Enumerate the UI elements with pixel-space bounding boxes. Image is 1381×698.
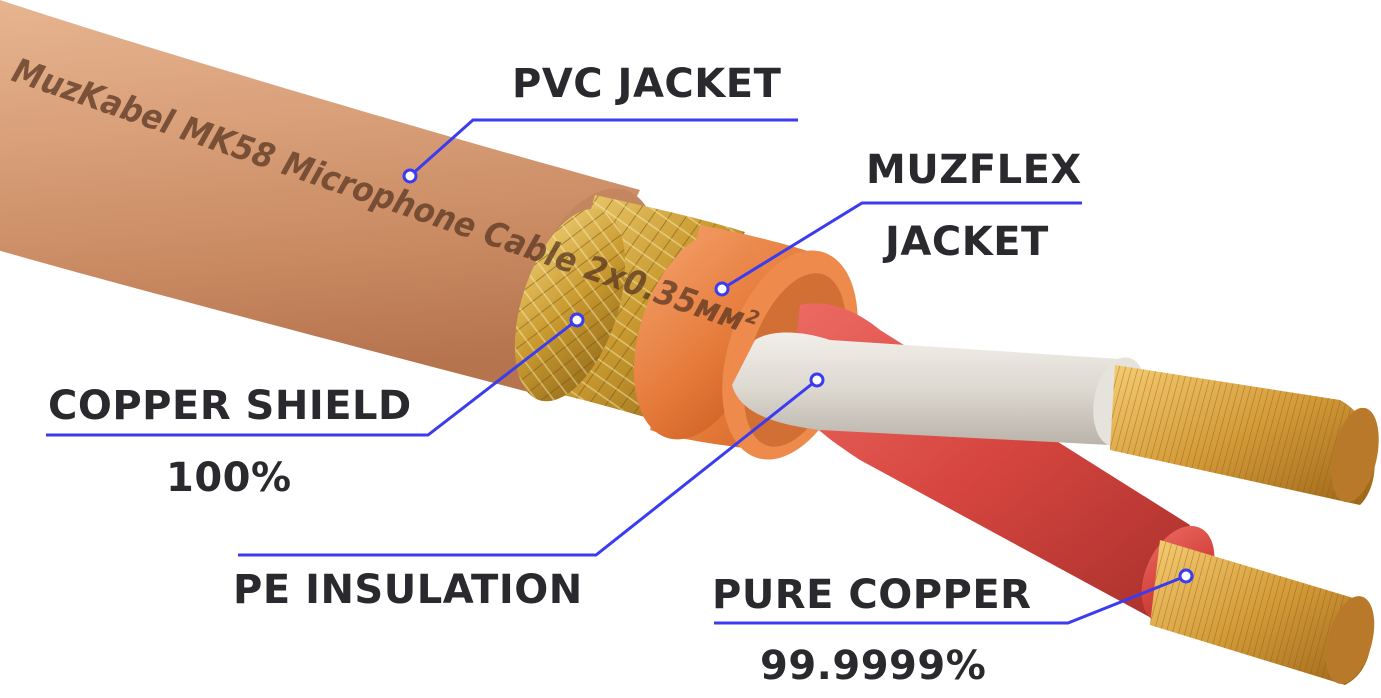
dot-pure-copper <box>1178 568 1194 584</box>
label-pure-copper-percent: 99.9999% <box>760 643 987 689</box>
label-copper-shield-percent: 100% <box>166 455 292 501</box>
dot-pvc-jacket <box>402 168 418 184</box>
label-pvc-jacket: PVC JACKET <box>512 61 782 107</box>
label-muzflex-line1: MUZFLEX <box>866 147 1082 193</box>
dot-pe-insulation <box>809 372 825 388</box>
copper-shield-shape <box>514 195 745 420</box>
leader-pe-insulation <box>238 378 818 557</box>
white-core-copper-strands <box>1110 365 1379 505</box>
leader-pvc-jacket <box>409 118 798 178</box>
label-pe-insulation: PE INSULATION <box>233 567 583 613</box>
dot-muzflex-jacket <box>714 281 730 297</box>
red-core-copper-strands <box>1150 540 1375 685</box>
label-muzflex-line2: JACKET <box>885 219 1049 265</box>
leader-copper-shield <box>46 318 578 437</box>
leader-muzflex-jacket <box>721 201 1082 291</box>
leader-dots <box>402 168 1194 584</box>
label-pure-copper: PURE COPPER <box>712 572 1032 618</box>
leader-pure-copper <box>714 574 1187 625</box>
dot-copper-shield <box>569 312 585 328</box>
label-copper-shield: COPPER SHIELD <box>48 383 412 429</box>
leader-lines <box>46 118 1187 625</box>
